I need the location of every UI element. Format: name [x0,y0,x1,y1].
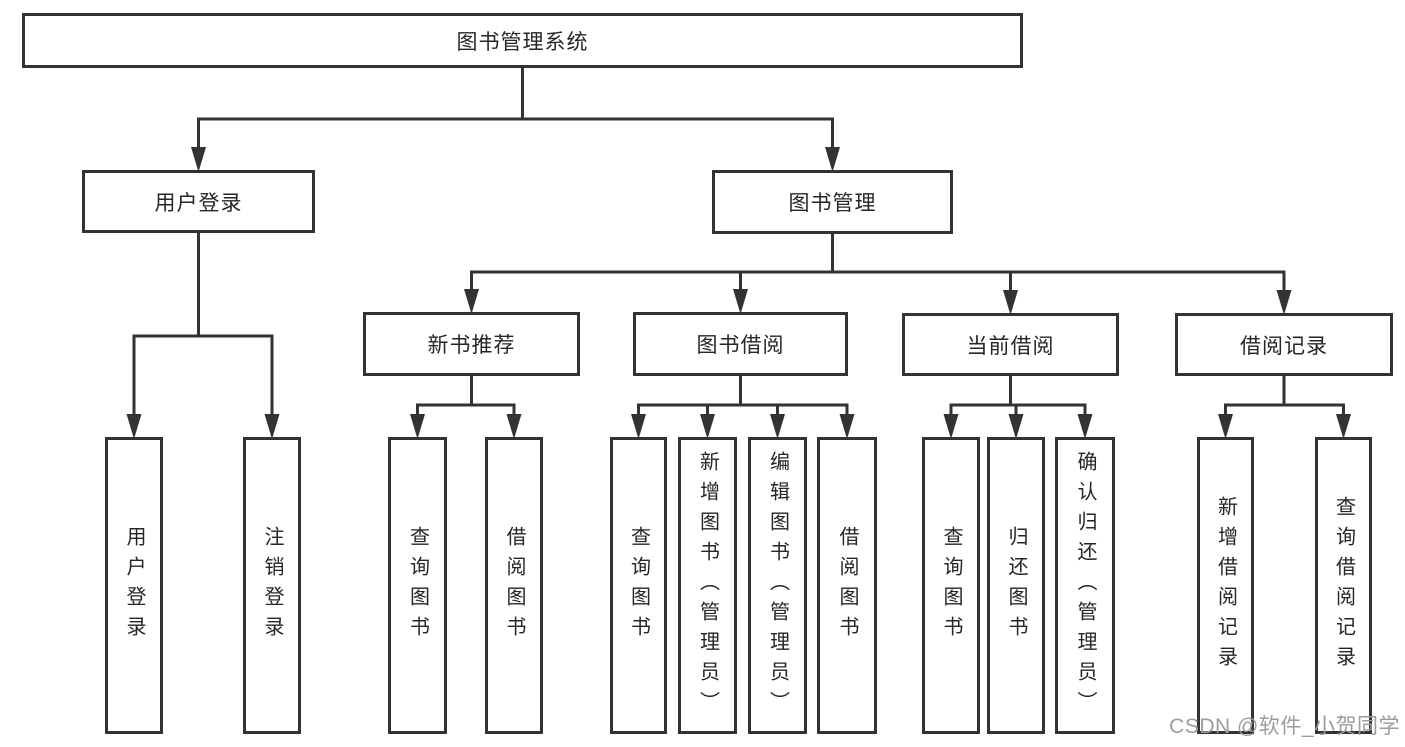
edge-current-borrowing [943,375,1093,439]
node-root: 图书管理系统 [22,13,1023,68]
node-book-borrowing: 图书借阅 [633,312,848,376]
node-label: 查询图书 [406,525,429,646]
node-label: 查询图书 [940,525,962,646]
node-label: 新书推荐 [427,334,516,357]
node-label: 图书管理系统 [456,30,589,54]
node-label: 图书管理 [788,192,877,215]
edge-new-book-recommend [410,375,522,439]
node-leaf-nbr-borrow-book: 借阅图书 [485,437,543,734]
edge-root [191,67,840,172]
node-label: 用户登录 [123,525,145,646]
node-label: 查询借阅记录 [1332,495,1355,676]
node-new-book-recommend: 新书推荐 [363,312,580,376]
node-borrowing-records: 借阅记录 [1175,313,1393,376]
node-current-borrowing: 当前借阅 [902,313,1119,376]
node-leaf-bb-query-book: 查询图书 [610,437,667,734]
node-label: 归还图书 [1005,525,1027,646]
node-label: 借阅图书 [503,525,525,646]
edge-user-login [126,232,280,439]
edge-book-borrowing [631,375,855,439]
node-user-login: 用户登录 [82,170,315,233]
node-leaf-br-query-record: 查询借阅记录 [1315,437,1372,734]
node-label: 借阅记录 [1240,334,1328,358]
node-label: 查询图书 [627,525,650,646]
node-label: 用户登录 [154,191,243,215]
node-leaf-br-add-record: 新增借阅记录 [1197,437,1254,734]
node-label: 新增图书（管理员） [696,450,719,721]
node-leaf-cb-confirm-return: 确认归还（管理员） [1055,437,1115,734]
node-label: 编辑图书（管理员） [766,450,789,721]
node-book-management: 图书管理 [712,170,953,234]
node-label: 图书借阅 [696,334,785,357]
node-leaf-bb-borrow-book: 借阅图书 [817,437,877,734]
node-leaf-bb-edit-book: 编辑图书（管理员） [748,437,807,734]
edge-book-management [464,233,1292,315]
node-leaf-logout: 注销登录 [243,437,301,734]
node-label: 当前借阅 [966,334,1055,358]
edge-borrowing-records [1218,375,1351,439]
node-leaf-cb-query-book: 查询图书 [922,437,980,734]
watermark-text: CSDN @软件_小贺同学 [1169,715,1400,738]
node-leaf-user-login: 用户登录 [105,437,163,734]
node-leaf-bb-add-book: 新增图书（管理员） [678,437,737,734]
node-label: 确认归还（管理员） [1074,450,1096,721]
node-leaf-cb-return-book: 归还图书 [987,437,1045,734]
node-label: 注销登录 [261,525,283,646]
node-leaf-nbr-query-book: 查询图书 [388,437,447,734]
node-label: 借阅图书 [836,525,858,646]
node-label: 新增借阅记录 [1214,495,1237,676]
